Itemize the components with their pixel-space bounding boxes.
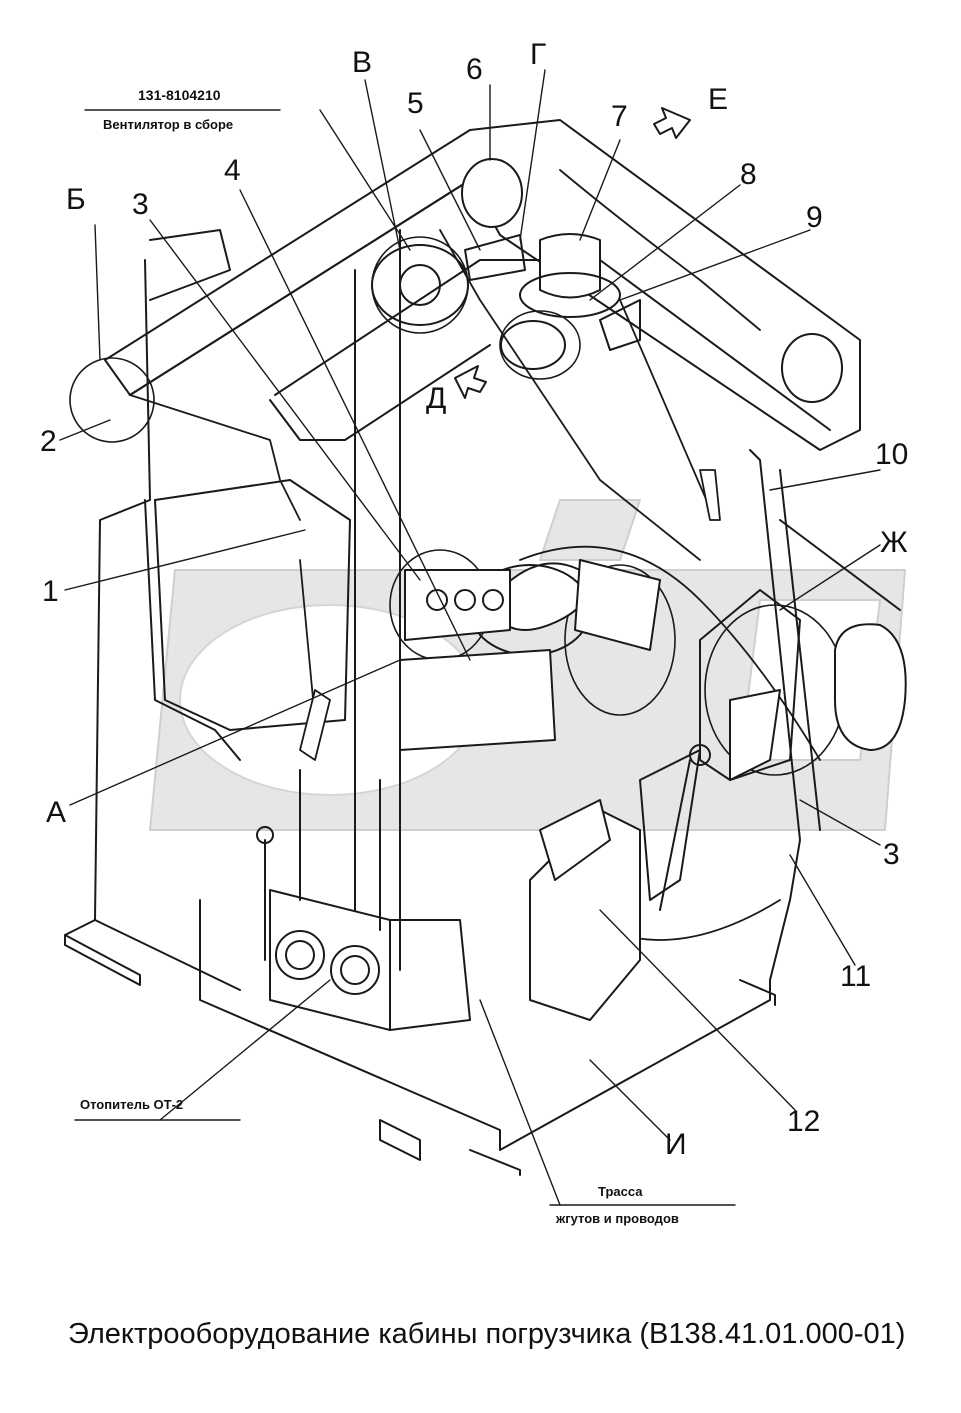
callout-d: Д [426, 382, 447, 415]
callout-b: Б [66, 183, 86, 216]
callout-6: 6 [466, 53, 483, 86]
callout-9: 9 [806, 201, 823, 234]
callout-5: 5 [407, 87, 424, 120]
callout-zh: Ж [880, 526, 908, 559]
side-mirror [729, 519, 907, 781]
heater-ot2 [269, 769, 471, 1031]
harness-label-line2: жгутов и проводов [556, 1211, 679, 1226]
callout-11: 11 [840, 960, 872, 993]
callout-a: А [46, 796, 67, 829]
callout-4: 4 [224, 154, 241, 187]
callout-e: Е [708, 83, 729, 116]
diagram-caption: Электрооборудование кабины погрузчика (В… [68, 1318, 906, 1350]
callout-7: 7 [611, 100, 628, 133]
harness-label-line1: Трасса [598, 1184, 643, 1199]
callout-10: 10 [875, 438, 909, 471]
heater-label: Отопитель ОТ-2 [80, 1097, 184, 1112]
view-arrows [454, 107, 691, 399]
callout-8: 8 [740, 158, 757, 191]
callout-3-left: 3 [132, 188, 149, 221]
fan-part-number: 131-8104210 [138, 87, 221, 103]
view-arrow-e [653, 107, 691, 139]
leader-lines [59, 69, 881, 1206]
callout-1: 1 [42, 575, 59, 608]
fan-name: Вентилятор в сборе [103, 117, 234, 132]
callout-g: Г [530, 38, 547, 71]
callout-2: 2 [40, 425, 57, 458]
callout-i: И [665, 1128, 687, 1161]
operator-controls [256, 559, 711, 1021]
callout-12: 12 [787, 1105, 821, 1138]
callout-3-right: 3 [883, 838, 900, 871]
view-arrow-d [454, 365, 487, 399]
roof-equipment [371, 158, 843, 403]
callout-v: В [352, 46, 373, 79]
